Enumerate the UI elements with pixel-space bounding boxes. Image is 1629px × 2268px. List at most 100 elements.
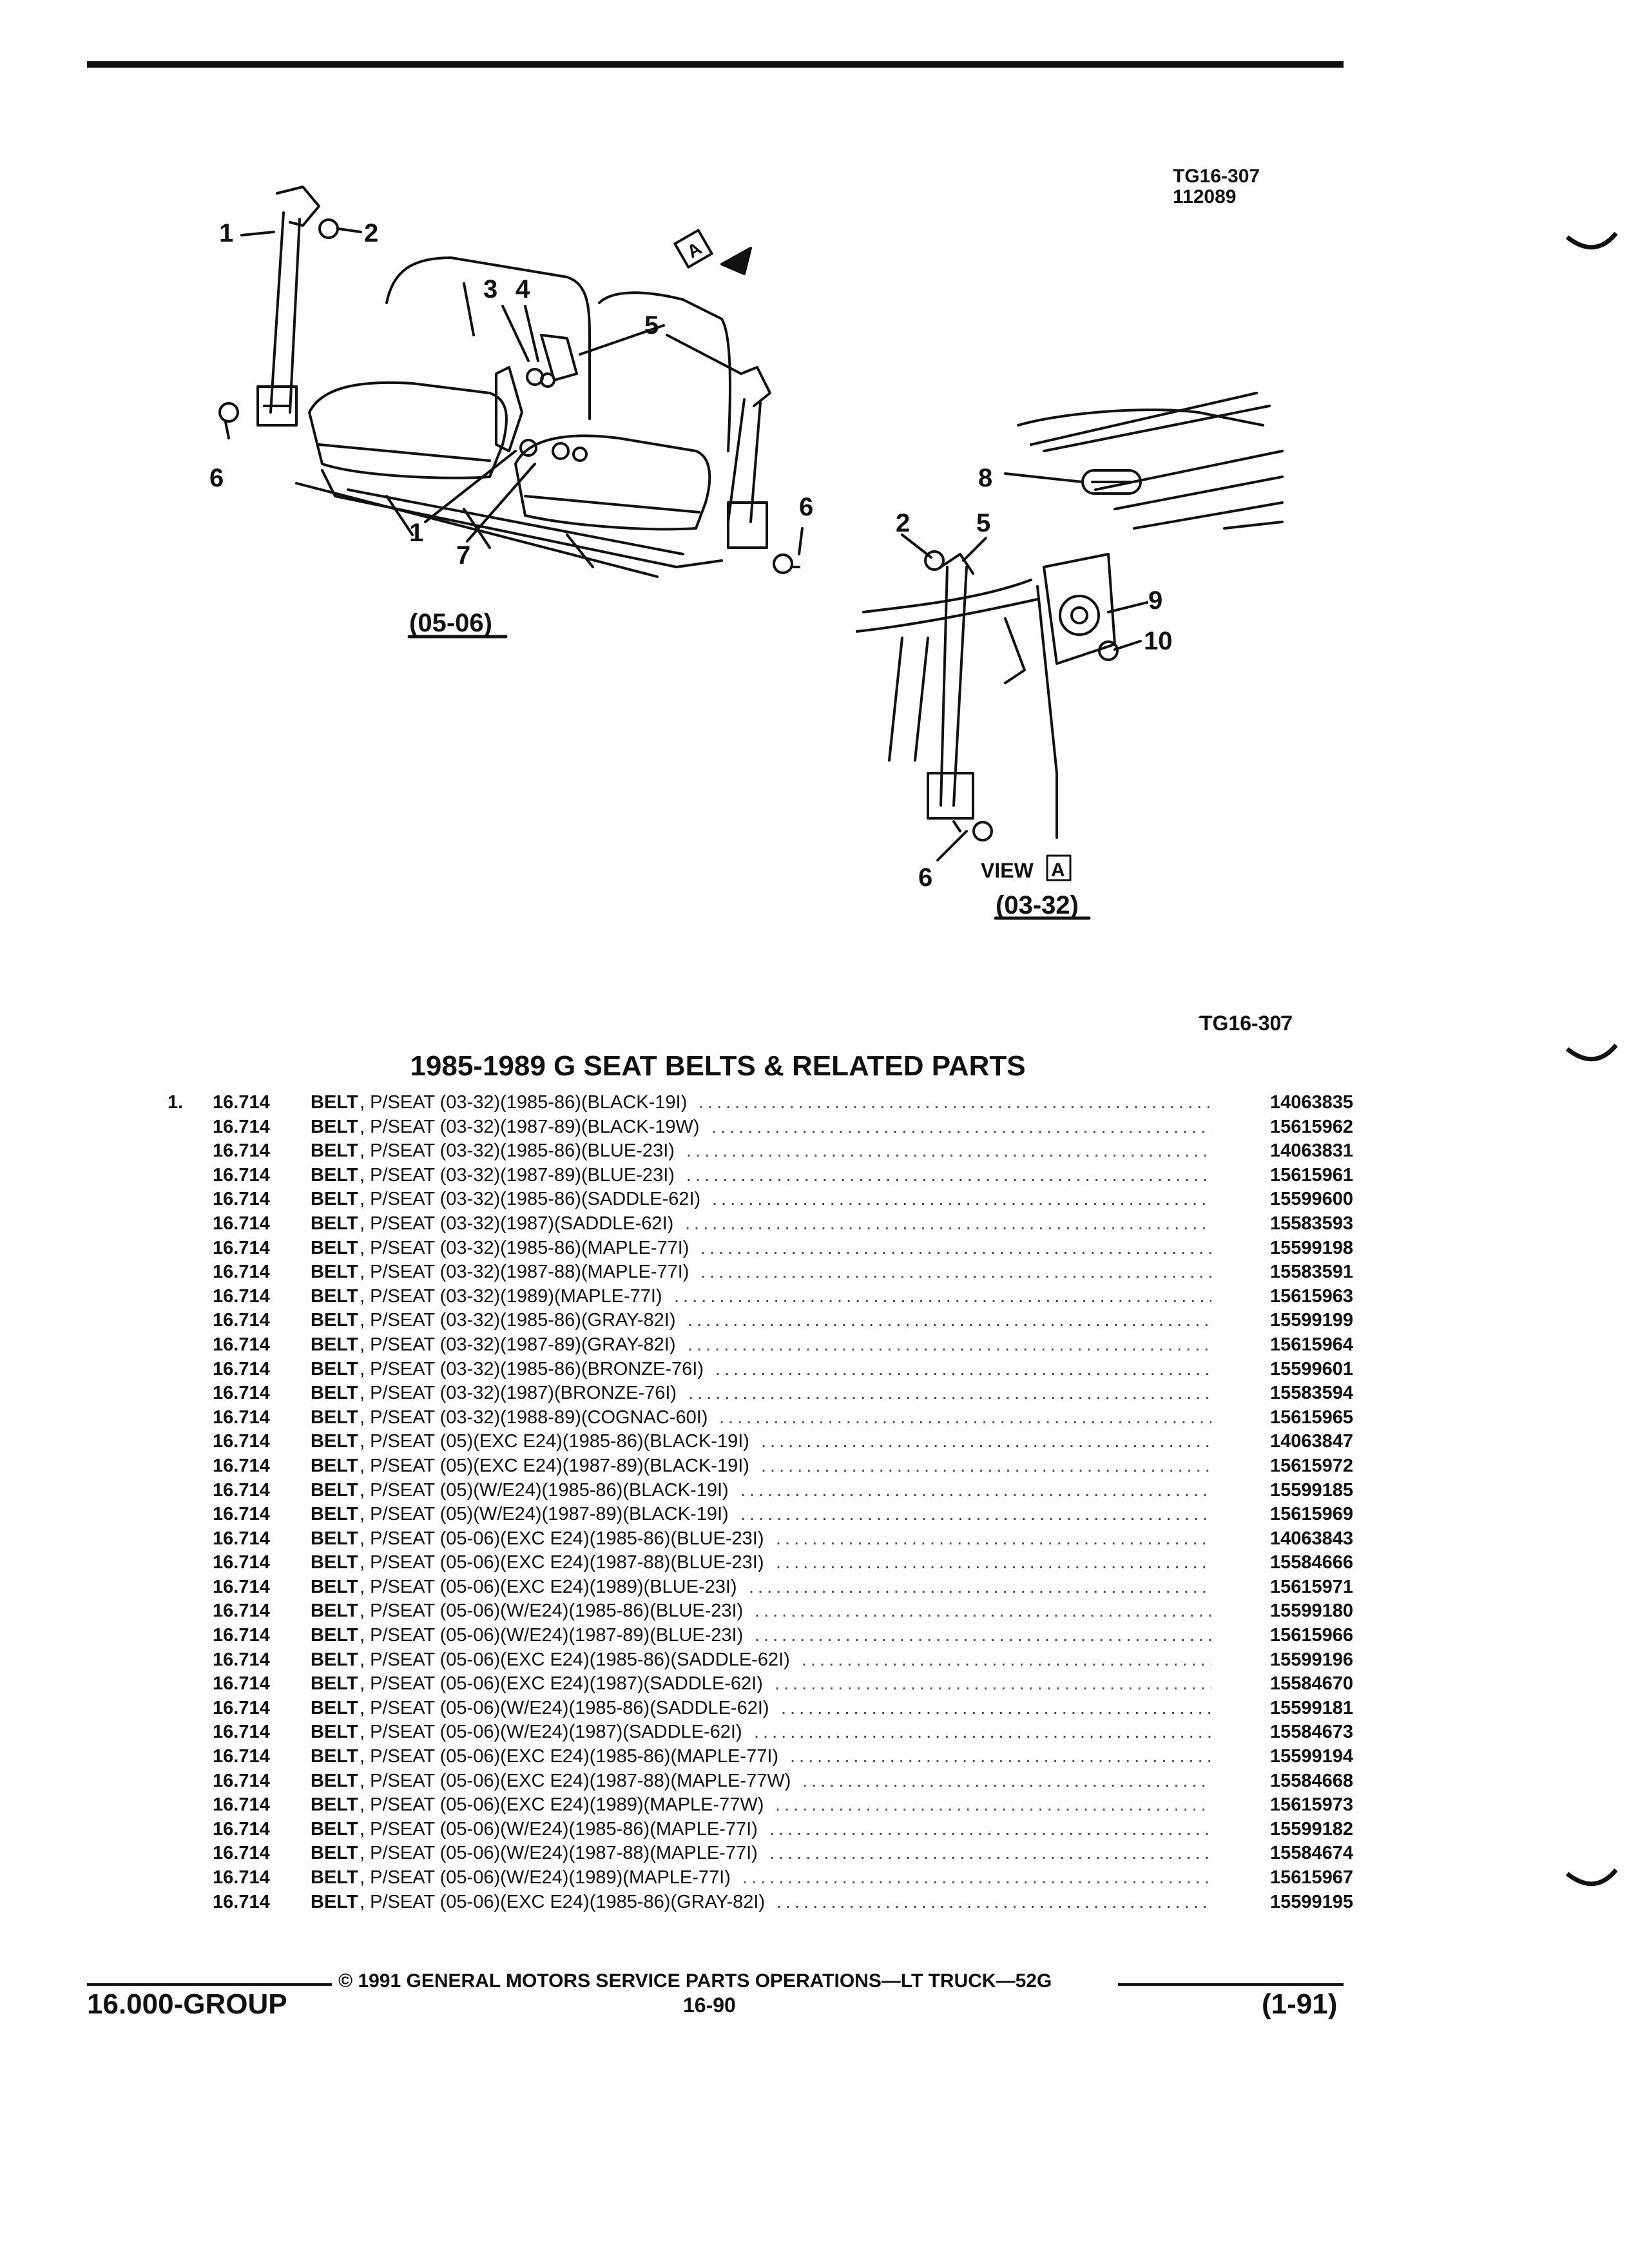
part-desc: , P/SEAT (05-06)(W/E24)(1989)(MAPLE-77I) — [360, 1867, 731, 1888]
part-ref: 16.714 — [213, 1818, 270, 1840]
part-name: BELT — [311, 1092, 358, 1113]
part-ref: 16.714 — [213, 1237, 270, 1258]
leader-dots: ........................................… — [769, 1843, 1211, 1864]
leader-dots: ........................................… — [711, 1116, 1211, 1137]
revision-date: (1-91) — [1262, 1988, 1338, 2020]
part-ref: 16.714 — [213, 1334, 270, 1355]
part-desc: , P/SEAT (05-06)(EXC E24)(1987-88)(BLUE-… — [360, 1552, 764, 1573]
leader-dots: ........................................… — [740, 1504, 1211, 1525]
part-desc: , P/SEAT (03-32)(1985-86)(BRONZE-76I) — [360, 1358, 704, 1379]
part-desc: , P/SEAT (03-32)(1985-86)(MAPLE-77I) — [360, 1237, 689, 1258]
part-ref: 16.714 — [213, 1310, 270, 1331]
part-number: 14063843 — [1269, 1528, 1353, 1549]
leader-dots: ........................................… — [700, 1237, 1211, 1258]
part-desc: , P/SEAT (05)(W/E24)(1987-89)(BLACK-19I) — [360, 1504, 729, 1525]
footer-rule-right — [1118, 1983, 1344, 1986]
part-number: 15615962 — [1269, 1116, 1353, 1137]
part-number: 15583591 — [1269, 1262, 1353, 1283]
part-name: BELT — [311, 1600, 358, 1622]
part-row: 16.714 BELT, P/SEAT (05-06)(EXC E24)(1987… — [168, 1672, 1353, 1696]
part-desc: , P/SEAT (05)(W/E24)(1985-86)(BLACK-19I) — [360, 1479, 729, 1501]
part-desc: , P/SEAT (05-06)(W/E24)(1985-86)(BLUE-23… — [360, 1600, 744, 1622]
part-row: 16.714 BELT, P/SEAT (03-32)(1987-88)(MAPL… — [168, 1260, 1353, 1285]
part-number: 15615966 — [1269, 1625, 1353, 1646]
part-desc: , P/SEAT (03-32)(1987-88)(MAPLE-77I) — [360, 1262, 689, 1283]
part-number: 15599198 — [1269, 1237, 1353, 1258]
figure-code-label: TG16-307 — [1200, 1012, 1293, 1035]
part-ref: 16.714 — [213, 1794, 270, 1816]
part-name: BELT — [311, 1891, 358, 1912]
part-name: BELT — [311, 1649, 358, 1670]
part-number: 15584674 — [1269, 1843, 1353, 1864]
part-ref: 16.714 — [213, 1746, 270, 1767]
part-ref: 16.714 — [213, 1164, 270, 1186]
part-number: 15599196 — [1269, 1649, 1353, 1670]
callout-1b: 1 — [409, 519, 423, 547]
part-name: BELT — [311, 1455, 358, 1476]
part-ref: 16.714 — [213, 1722, 270, 1743]
callout-8: 8 — [978, 464, 992, 492]
part-ref: 16.714 — [213, 1262, 270, 1283]
copyright: © 1991 GENERAL MOTORS SERVICE PARTS OPER… — [338, 1970, 1052, 1992]
part-index: 1. — [168, 1092, 184, 1113]
part-number: 15584666 — [1269, 1552, 1353, 1573]
part-row: 16.714 BELT, P/SEAT (03-32)(1987-89)(BLUE… — [168, 1164, 1353, 1188]
part-desc: , P/SEAT (05-06)(EXC E24)(1985-86)(MAPLE… — [360, 1746, 779, 1767]
part-ref: 16.714 — [213, 1673, 270, 1695]
part-ref: 16.714 — [213, 1770, 270, 1791]
callout-3: 3 — [483, 275, 497, 303]
part-ref: 16.714 — [213, 1213, 270, 1234]
part-ref: 16.714 — [213, 1843, 270, 1864]
top-rule — [87, 61, 1344, 68]
callout-10: 10 — [1144, 627, 1173, 655]
callout-6: 6 — [209, 464, 224, 492]
callout-5b: 5 — [976, 509, 990, 537]
part-desc: , P/SEAT (05-06)(EXC E24)(1987)(SADDLE-6… — [360, 1673, 763, 1695]
part-number: 15615965 — [1269, 1407, 1353, 1428]
part-ref: 16.714 — [213, 1431, 270, 1452]
part-number: 15599195 — [1269, 1891, 1353, 1912]
part-name: BELT — [311, 1164, 358, 1186]
part-number: 15599600 — [1269, 1189, 1353, 1210]
part-name: BELT — [311, 1673, 358, 1695]
caption-left: (05-06) — [409, 609, 492, 637]
part-ref: 16.714 — [213, 1285, 270, 1307]
part-name: BELT — [311, 1262, 358, 1283]
leader-dots: ........................................… — [674, 1285, 1211, 1307]
part-name: BELT — [311, 1867, 358, 1888]
part-name: BELT — [311, 1625, 358, 1646]
part-desc: , P/SEAT (05-06)(W/E24)(1987-88)(MAPLE-7… — [360, 1843, 758, 1864]
part-number: 15615961 — [1269, 1164, 1353, 1186]
leader-dots: ........................................… — [688, 1334, 1211, 1355]
part-desc: , P/SEAT (03-32)(1987)(BRONZE-76I) — [360, 1383, 677, 1404]
leader-dots: ........................................… — [761, 1455, 1211, 1476]
part-desc: , P/SEAT (05-06)(W/E24)(1987-89)(BLUE-23… — [360, 1625, 744, 1646]
leader-dots: ........................................… — [685, 1213, 1211, 1234]
part-desc: , P/SEAT (05-06)(W/E24)(1985-86)(MAPLE-7… — [360, 1818, 758, 1840]
leader-dots: ........................................… — [761, 1431, 1211, 1452]
part-ref: 16.714 — [213, 1649, 270, 1670]
part-ref: 16.714 — [213, 1891, 270, 1912]
leader-dots: ........................................… — [776, 1528, 1211, 1549]
leader-dots: ........................................… — [802, 1770, 1211, 1791]
part-number: 15599181 — [1269, 1697, 1353, 1718]
part-number: 15584673 — [1269, 1722, 1353, 1743]
leader-dots: ........................................… — [742, 1867, 1211, 1888]
part-number: 14063835 — [1269, 1092, 1353, 1113]
part-ref: 16.714 — [213, 1552, 270, 1573]
part-desc: , P/SEAT (03-32)(1987-89)(BLUE-23I) — [360, 1164, 675, 1186]
callout-2: 2 — [364, 219, 378, 247]
leader-dots: ........................................… — [790, 1746, 1211, 1767]
leader-dots: ........................................… — [686, 1164, 1211, 1186]
